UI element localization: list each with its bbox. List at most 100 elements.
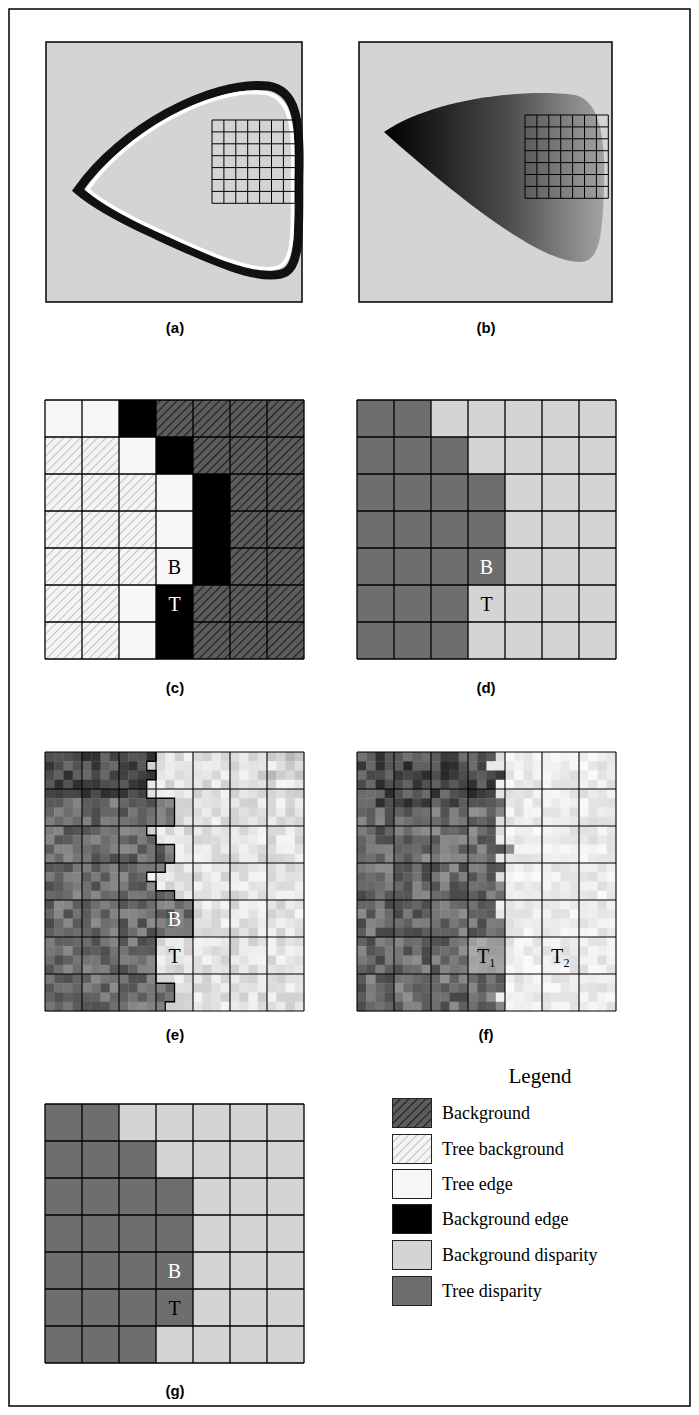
- disparity-pixel: [184, 863, 194, 873]
- grid-line: [81, 1104, 82, 1363]
- disparity-pixel: [579, 965, 589, 975]
- disparity-pixel: [221, 872, 231, 882]
- disparity-pixel: [295, 882, 305, 892]
- disparity-pixel: [588, 752, 598, 762]
- disparity-pixel: [514, 817, 524, 827]
- disparity-pixel: [212, 946, 222, 956]
- disparity-pixel: [376, 993, 386, 1003]
- disparity-pixel: [376, 808, 386, 818]
- disparity-pixel: [230, 882, 240, 892]
- disparity-pixel: [110, 974, 120, 984]
- disparity-pixel: [249, 780, 259, 790]
- disparity-pixel: [357, 965, 367, 975]
- disparity-pixel: [267, 780, 277, 790]
- disparity-pixel: [403, 872, 413, 882]
- disparity-pixel: [212, 965, 222, 975]
- disparity-pixel: [45, 900, 55, 910]
- grid-line: [357, 751, 616, 752]
- disparity-pixel: [450, 900, 460, 910]
- disparity-pixel: [376, 845, 386, 855]
- disparity-pixel: [524, 780, 534, 790]
- disparity-pixel: [459, 909, 469, 919]
- disparity-pixel: [505, 1002, 515, 1012]
- disparity-pixel: [286, 798, 296, 808]
- grid-line: [357, 1010, 616, 1011]
- grid-cell: [394, 400, 431, 437]
- disparity-pixel: [258, 891, 268, 901]
- disparity-pixel: [431, 835, 441, 845]
- disparity-pixel: [459, 974, 469, 984]
- disparity-pixel: [249, 974, 259, 984]
- grid-cell: [230, 511, 267, 548]
- grid-line: [45, 751, 304, 752]
- disparity-pixel: [422, 946, 432, 956]
- disparity-pixel: [357, 752, 367, 762]
- disparity-pixel: [45, 780, 55, 790]
- disparity-pixel: [193, 909, 203, 919]
- disparity-pixel: [230, 752, 240, 762]
- grid-cell: [357, 437, 394, 474]
- disparity-pixel: [184, 974, 194, 984]
- disparity-pixel: [468, 882, 478, 892]
- disparity-pixel: [239, 891, 249, 901]
- grid-cell: [82, 1178, 119, 1215]
- disparity-pixel: [394, 789, 404, 799]
- disparity-pixel: [276, 946, 286, 956]
- grid-cell: [82, 1252, 119, 1289]
- disparity-pixel: [524, 946, 534, 956]
- disparity-pixel: [249, 826, 259, 836]
- grid-cell: [230, 622, 267, 659]
- disparity-pixel: [110, 956, 120, 966]
- disparity-pixel: [258, 900, 268, 910]
- disparity-pixel: [221, 808, 231, 818]
- disparity-pixel: [175, 993, 185, 1003]
- disparity-pixel: [286, 965, 296, 975]
- disparity-pixel: [184, 891, 194, 901]
- disparity-pixel: [165, 835, 175, 845]
- disparity-pixel: [128, 835, 138, 845]
- disparity-pixel: [366, 845, 376, 855]
- grid-cell: [431, 511, 468, 548]
- disparity-pixel: [431, 965, 441, 975]
- disparity-pixel: [413, 761, 423, 771]
- disparity-pixel: [394, 983, 404, 993]
- grid-cell: [119, 400, 156, 437]
- disparity-pixel: [73, 771, 83, 781]
- disparity-pixel: [138, 1002, 148, 1012]
- disparity-pixel: [570, 956, 580, 966]
- disparity-pixel: [258, 965, 268, 975]
- disparity-pixel: [101, 780, 111, 790]
- disparity-pixel: [249, 965, 259, 975]
- disparity-pixel: [64, 983, 74, 993]
- disparity-pixel: [579, 928, 589, 938]
- disparity-pixel: [385, 937, 395, 947]
- disparity-pixel: [431, 808, 441, 818]
- disparity-pixel: [276, 891, 286, 901]
- disparity-pixel: [440, 891, 450, 901]
- disparity-pixel: [221, 826, 231, 836]
- grid-line: [608, 115, 609, 198]
- disparity-pixel: [422, 817, 432, 827]
- disparity-pixel: [286, 1002, 296, 1012]
- grid-cell: [505, 622, 542, 659]
- disparity-pixel: [138, 993, 148, 1003]
- disparity-pixel: [459, 937, 469, 947]
- disparity-pixel: [477, 882, 487, 892]
- grid-cell: [542, 437, 579, 474]
- disparity-pixel: [551, 983, 561, 993]
- disparity-pixel: [524, 891, 534, 901]
- disparity-pixel: [193, 752, 203, 762]
- grid-cell: [193, 1252, 230, 1289]
- disparity-pixel: [403, 919, 413, 929]
- disparity-pixel: [357, 919, 367, 929]
- disparity-pixel: [561, 872, 571, 882]
- disparity-pixel: [542, 752, 552, 762]
- disparity-pixel: [468, 900, 478, 910]
- grid-line: [584, 115, 585, 198]
- disparity-pixel: [156, 974, 166, 984]
- grid-line: [229, 400, 230, 659]
- disparity-pixel: [366, 752, 376, 762]
- disparity-pixel: [468, 983, 478, 993]
- disparity-pixel: [431, 983, 441, 993]
- disparity-pixel: [286, 761, 296, 771]
